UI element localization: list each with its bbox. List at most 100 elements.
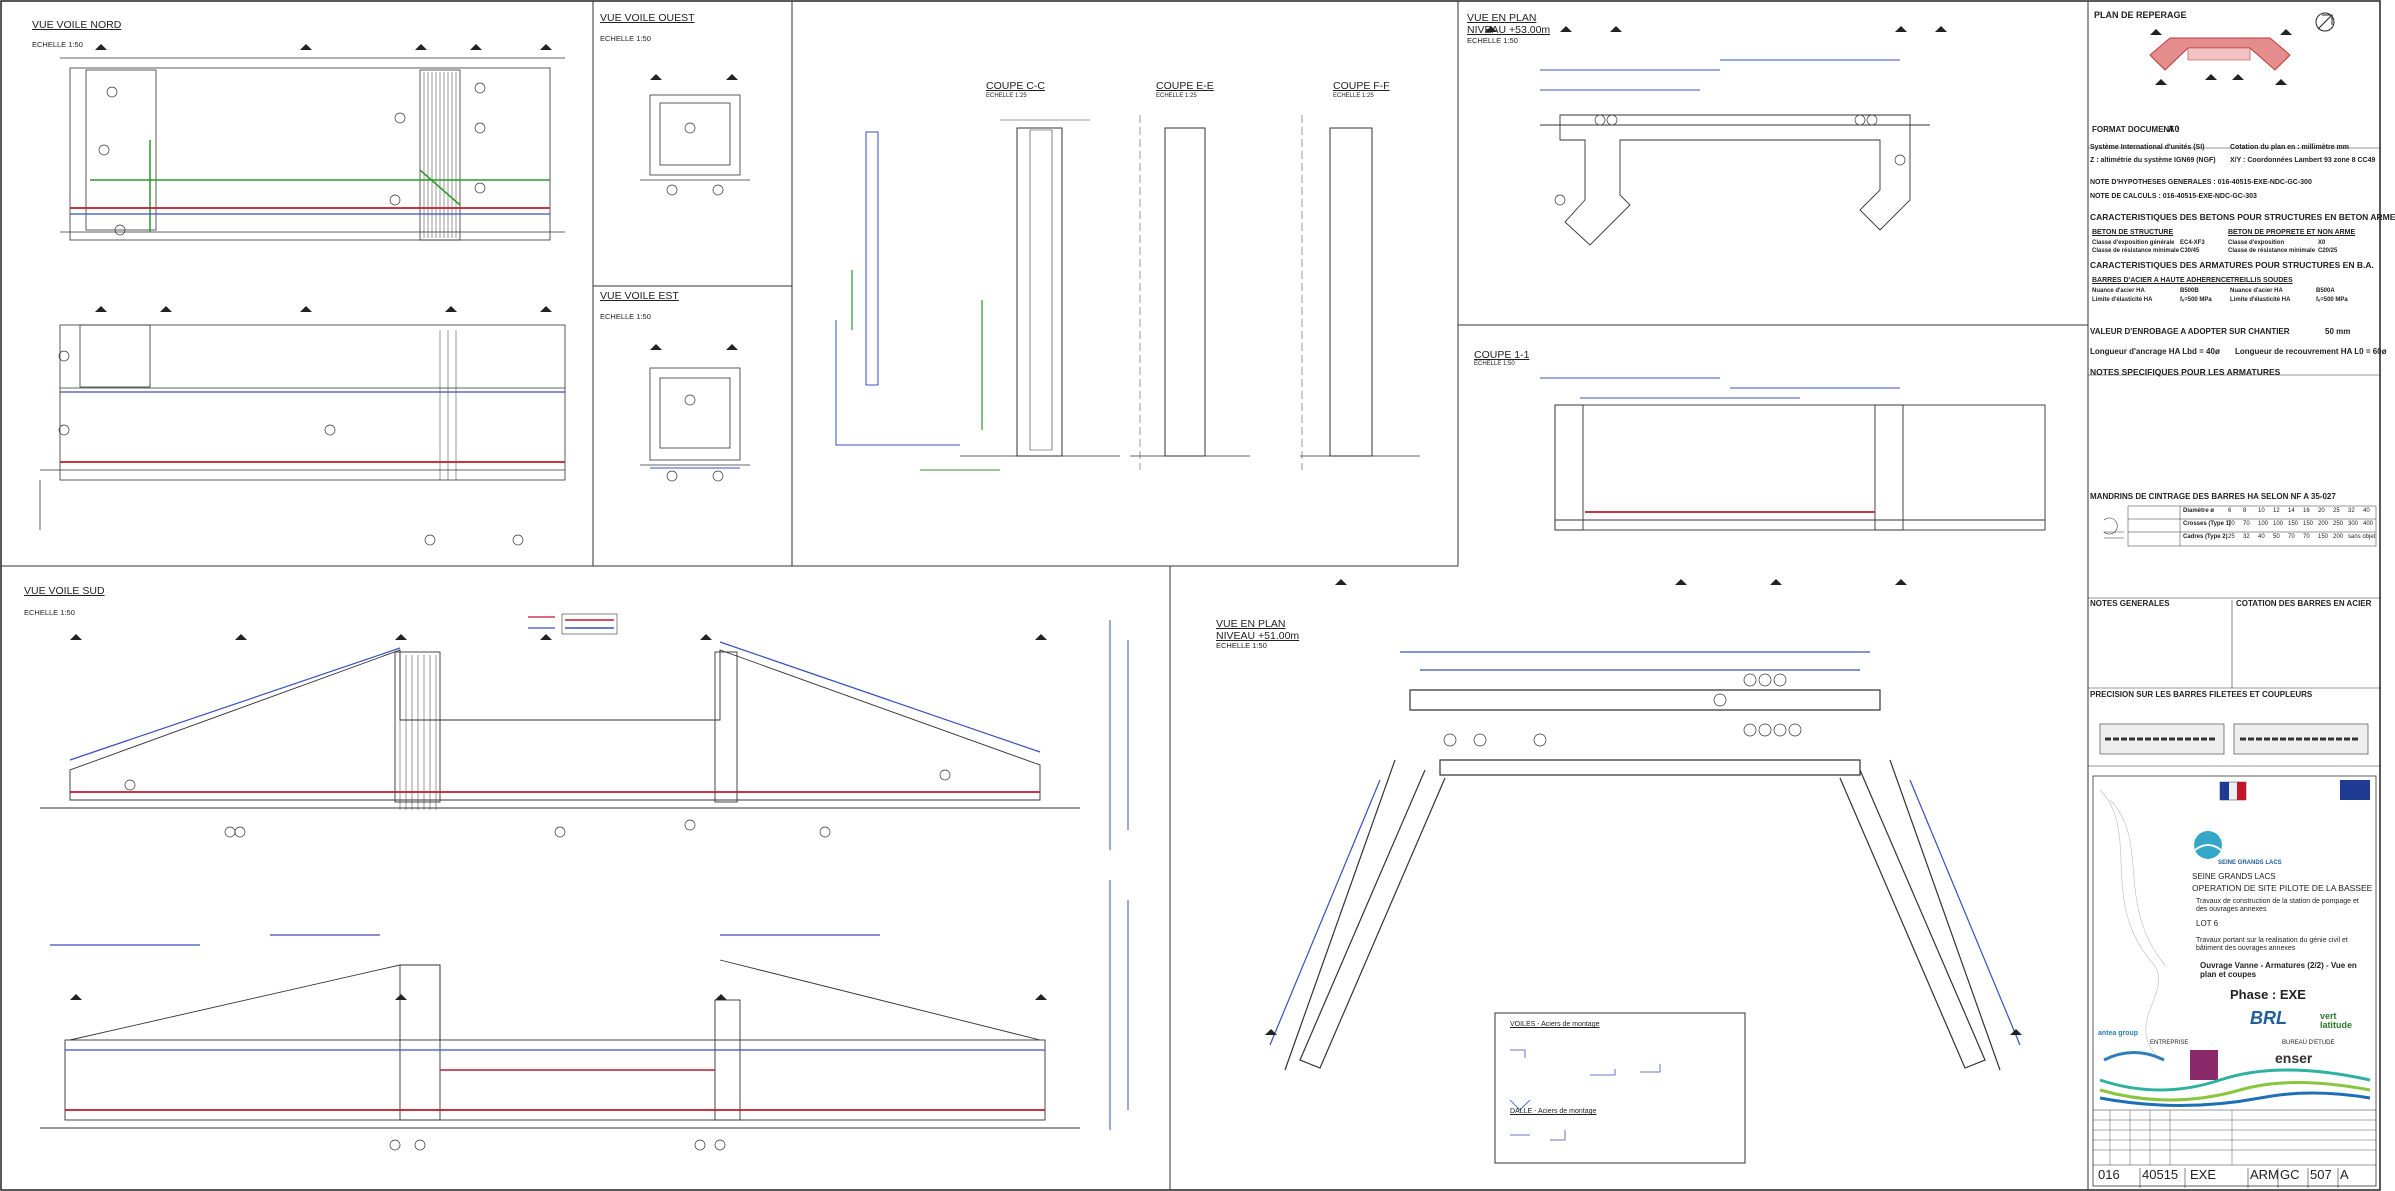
est-drawing: [640, 367, 750, 466]
cadres_values-cell: sans objet: [2348, 534, 2376, 540]
document-code-cell: A: [2340, 1167, 2349, 1182]
title-coupe-ff: COUPE F-F: [1333, 80, 1390, 92]
plan53-drawing: [1540, 114, 1930, 246]
limite-ha-value: fₑ=500 MPa: [2180, 297, 2212, 303]
document-code-cell: GC: [2280, 1167, 2300, 1182]
ouest-drawing: [640, 94, 750, 181]
crosses_values-cell: 400: [2363, 521, 2374, 527]
subtitle-vue-en-plan-53: NIVEAU +53.00m: [1467, 24, 1551, 36]
note-calculs: NOTE DE CALCULS : 016-40515-EXE-NDC-GC-3…: [2090, 193, 2257, 200]
enrobage-value: 50 mm: [2325, 327, 2351, 336]
notes-generales-title: NOTES GENERALES: [2090, 599, 2170, 608]
scale-vue-en-plan-53: ECHELLE 1:50: [1467, 36, 1518, 45]
travaux-2: Travaux portant sur la realisation du gé…: [2196, 937, 2348, 953]
document-code-cell: EXE: [2190, 1167, 2217, 1182]
mandrins-title: MANDRINS DE CINTRAGE DES BARRES HA SELON…: [2090, 492, 2336, 501]
operation-title: OPERATION DE SITE PILOTE DE LA BASSEE: [2192, 883, 2373, 893]
format-label: FORMAT DOCUMENT :: [2092, 125, 2179, 134]
diam_values-cell: 16: [2303, 508, 2310, 514]
title-coupe-1-1: COUPE 1-1: [1474, 349, 1530, 361]
diametre-label: Diamètre ø: [2183, 508, 2215, 514]
scale-vue-voile-nord: ECHELLE 1:50: [32, 40, 83, 49]
note-hypotheses: NOTE D'HYPOTHESES GENERALES : 016-40515-…: [2090, 179, 2312, 186]
logo-vert-latitude: vert latitude: [2320, 1011, 2353, 1030]
logo-antea: antea group: [2098, 1030, 2139, 1037]
document-code-cell: 507: [2310, 1167, 2332, 1182]
diam_values-cell: 40: [2363, 508, 2370, 514]
enrobage-label: VALEUR D'ENROBAGE A ADOPTER SUR CHANTIER: [2090, 327, 2290, 336]
crosses_values-cell: 70: [2228, 521, 2235, 527]
limite-ts-value: fₑ=500 MPa: [2316, 297, 2348, 303]
travaux-1: Travaux de construction de la station de…: [2196, 898, 2359, 914]
crosses_values-cell: 70: [2243, 521, 2250, 527]
nord-upper-drawing: [60, 57, 565, 241]
sud-lower-drawing: [40, 959, 1080, 1129]
diam_values-cell: 20: [2318, 508, 2325, 514]
format-value: A0: [2168, 124, 2180, 134]
title-vue-voile-sud: VUE VOILE SUD: [24, 585, 105, 597]
unites-si: Système International d'unités (SI): [2090, 144, 2205, 151]
plan-reperage-title: PLAN DE REPERAGE: [2094, 10, 2187, 20]
crosses_values-cell: 300: [2348, 521, 2359, 527]
cadres_values-cell: 40: [2258, 534, 2265, 540]
limite-ts: Limite d'élasticité HA: [2230, 297, 2291, 303]
logo-brl: BRL: [2250, 1008, 2287, 1028]
title-vue-en-plan-51: VUE EN PLAN: [1216, 618, 1286, 630]
classe-expo-1: Classe d'exposition générale: [2092, 240, 2175, 246]
ouvrage-title: Ouvrage Vanne - Armatures (2/2) - Vue en…: [2200, 961, 2357, 980]
scale-coupe-cc: ECHELLE 1:25: [986, 93, 1027, 99]
title-block-graphics: [2093, 780, 2376, 1188]
coordonnees: X/Y : Coordonnées Lambert 93 zone 8 CC49: [2230, 157, 2376, 164]
cadres_values-cell: 150: [2318, 534, 2329, 540]
mandrins-table: [2127, 505, 2377, 547]
diam_values-cell: 10: [2258, 508, 2265, 514]
beton-structure: BETON DE STRUCTURE: [2092, 229, 2174, 236]
beton-proprete: BETON DE PROPRETE ET NON ARME: [2228, 229, 2356, 236]
scale-vue-voile-ouest: ECHELLE 1:50: [600, 34, 651, 43]
plan-reperage-graphic: [2149, 12, 2335, 85]
notes-armatures-title: NOTES SPECIFIQUES POUR LES ARMATURES: [2090, 367, 2281, 377]
altimetrie: Z : altimétrie du système IGN69 (NGF): [2090, 157, 2216, 164]
classe-expo-2: Classe d'exposition: [2228, 240, 2285, 246]
nuance-ha: Nuance d'acier HA: [2092, 288, 2145, 294]
title-vue-voile-est: VUE VOILE EST: [600, 290, 679, 302]
document-code-cell: 016: [2098, 1167, 2120, 1182]
diam_values-cell: 14: [2288, 508, 2295, 514]
sud-upper-drawing: [40, 649, 1080, 809]
bureau-etude-label: BUREAU D'ETUDE: [2282, 1040, 2335, 1046]
cadres_values-cell: 70: [2288, 534, 2295, 540]
scale-vue-voile-est: ECHELLE 1:50: [600, 312, 651, 321]
classe-expo-1-value: EC4-XF3: [2180, 240, 2205, 246]
cadres_values-cell: 25: [2228, 534, 2235, 540]
subtitle-vue-en-plan-51: NIVEAU +51.00m: [1216, 630, 1300, 642]
cadres_values-cell: 32: [2243, 534, 2250, 540]
crosses_values-cell: 100: [2258, 521, 2269, 527]
client-name: SEINE GRANDS LACS: [2192, 872, 2276, 881]
scale-vue-en-plan-51: ECHELLE 1:50: [1216, 641, 1267, 650]
cadres-label: Cadres (Type 2): [2183, 534, 2228, 540]
carac-betons-title: CARACTERISTIQUES DES BETONS POUR STRUCTU…: [2090, 212, 2395, 222]
crosses_values-cell: 200: [2318, 521, 2329, 527]
crosses_values-cell: 150: [2303, 521, 2314, 527]
legend-voiles: VOILES - Aciers de montage: [1510, 1021, 1600, 1028]
nord-lower-drawing: [39, 324, 566, 530]
title-coupe-ee: COUPE E-E: [1156, 80, 1214, 92]
title-coupe-cc: COUPE C-C: [986, 80, 1045, 92]
coupes-drawing: [835, 115, 1420, 471]
entreprise-label: ENTREPRISE: [2150, 1040, 2189, 1046]
plan51-drawing: [1284, 689, 2001, 1071]
cadres_values-cell: 70: [2303, 534, 2310, 540]
classe-res-1-value: C30/45: [2180, 248, 2200, 254]
title-vue-voile-nord: VUE VOILE NORD: [32, 19, 122, 31]
classe-res-1: Classe de résistance minimale: [2092, 248, 2180, 254]
lot-number: LOT 6: [2196, 919, 2219, 928]
document-code-cell: 40515: [2142, 1167, 2179, 1182]
cadres_values-cell: 50: [2273, 534, 2280, 540]
title-vue-en-plan-53: VUE EN PLAN: [1467, 12, 1537, 24]
nuance-ts-value: B500A: [2316, 288, 2335, 294]
limite-ha: Limite d'élasticité HA: [2092, 297, 2153, 303]
crosses_values-cell: 250: [2333, 521, 2344, 527]
scale-coupe-1-1: ECHELLE 1:50: [1474, 361, 1515, 367]
nuance-ts: Nuance d'acier HA: [2230, 288, 2283, 294]
